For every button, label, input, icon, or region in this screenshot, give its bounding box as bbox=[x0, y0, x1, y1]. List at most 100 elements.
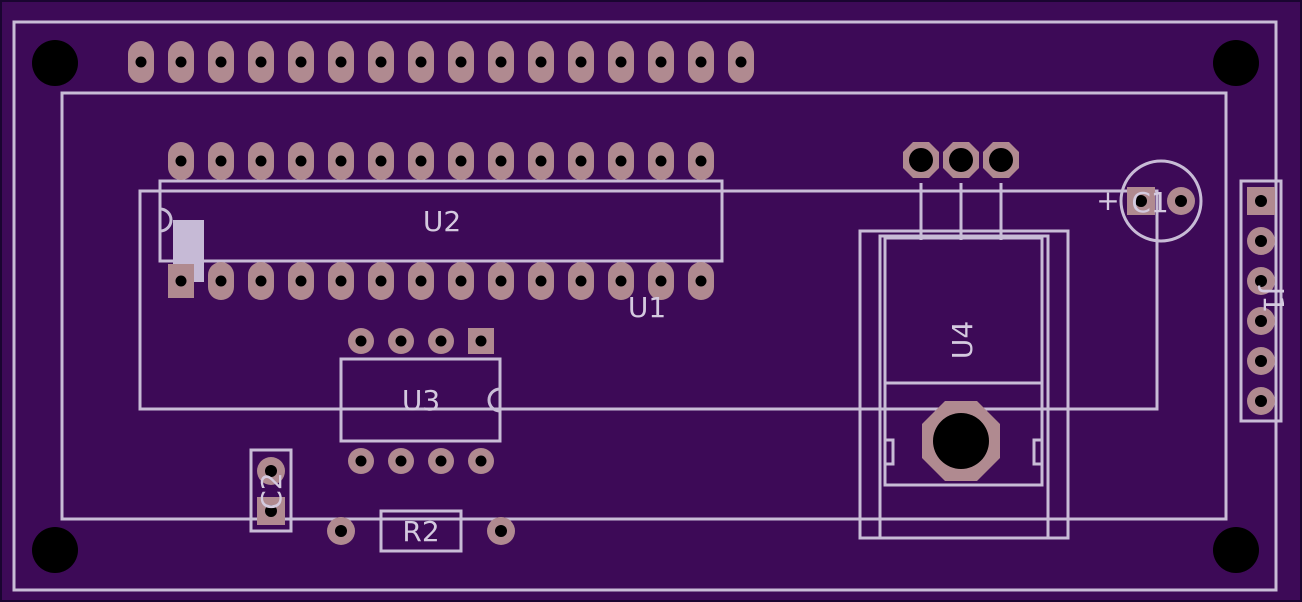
u4-lead-pad-drill bbox=[949, 148, 973, 172]
header-top-pads bbox=[128, 41, 754, 83]
j1-pads bbox=[1247, 187, 1275, 415]
header-pad-drill bbox=[455, 56, 467, 68]
j1-pad-drill bbox=[1255, 395, 1267, 407]
u2-pad-drill bbox=[295, 275, 307, 287]
c2-pad-square-drill bbox=[265, 505, 277, 517]
u3-pad-drill bbox=[355, 455, 367, 467]
u4-mounting-hole bbox=[933, 413, 989, 469]
u4-body bbox=[883, 236, 1044, 487]
u2-pad-drill bbox=[295, 155, 307, 167]
u4-component: U4 bbox=[858, 142, 1070, 540]
u2-pad-drill bbox=[175, 275, 187, 287]
c1-polarity-mark: + bbox=[1096, 184, 1119, 217]
u3-pad-drill bbox=[395, 455, 407, 467]
header-pad-drill bbox=[495, 56, 507, 68]
u3-label: U3 bbox=[402, 384, 440, 417]
u3-component: U3 bbox=[339, 328, 502, 474]
u2-pad-drill bbox=[535, 275, 547, 287]
u2-pads bbox=[168, 142, 714, 300]
header-pad-drill bbox=[655, 56, 667, 68]
u1-outline bbox=[60, 91, 1228, 521]
outer-outline bbox=[12, 20, 1278, 592]
header-pad-drill bbox=[415, 56, 427, 68]
j1-pad-drill bbox=[1255, 355, 1267, 367]
u2-pad-drill bbox=[495, 275, 507, 287]
u2-pad-drill bbox=[695, 155, 707, 167]
u3-pad-drill bbox=[475, 455, 487, 467]
u4-lead-pads bbox=[903, 142, 1019, 178]
j1-pad-drill bbox=[1255, 275, 1267, 287]
mounting-hole-bottom-left bbox=[32, 527, 78, 573]
header-pad-drill bbox=[175, 56, 187, 68]
u2-label: U2 bbox=[423, 205, 461, 238]
c1-outline bbox=[1119, 159, 1203, 243]
j1-pad-drill bbox=[1255, 235, 1267, 247]
r2-label: R2 bbox=[402, 515, 439, 548]
u4-label: U4 bbox=[946, 321, 979, 359]
u2-notch bbox=[159, 207, 173, 233]
u4-left-bracket bbox=[885, 438, 895, 466]
u2-pad-drill bbox=[455, 275, 467, 287]
mounting-hole-top-right bbox=[1213, 40, 1259, 86]
u2-pad-drill bbox=[615, 275, 627, 287]
u2-pad-drill bbox=[255, 275, 267, 287]
u2-pad-drill bbox=[255, 155, 267, 167]
u3-pad-drill bbox=[435, 335, 447, 347]
c2-component: C2 bbox=[249, 448, 293, 533]
header-pad-drill bbox=[615, 56, 627, 68]
u2-pad-drill bbox=[175, 155, 187, 167]
j1-component: J1 bbox=[1239, 179, 1290, 423]
c2-outline bbox=[249, 448, 293, 533]
header-pad-drill bbox=[335, 56, 347, 68]
c2-pad-round-drill bbox=[265, 465, 277, 477]
u2-pad-drill bbox=[695, 275, 707, 287]
c1-pad-square-drill bbox=[1135, 195, 1147, 207]
u4-lead-pad-drill bbox=[989, 148, 1013, 172]
c1-pad-round-drill bbox=[1175, 195, 1187, 207]
u3-outline bbox=[339, 357, 502, 443]
header-pad-drill bbox=[135, 56, 147, 68]
header-pad-drill bbox=[215, 56, 227, 68]
u3-pad-drill bbox=[395, 335, 407, 347]
header-pad-drill bbox=[375, 56, 387, 68]
u4-inner-outline bbox=[878, 234, 1050, 540]
u3-pad-drill bbox=[475, 335, 487, 347]
u2-outline bbox=[158, 179, 724, 263]
header-pad-drill bbox=[295, 56, 307, 68]
u2-pad-drill bbox=[375, 155, 387, 167]
header-pad-drill bbox=[735, 56, 747, 68]
mounting-hole-bottom-right bbox=[1213, 527, 1259, 573]
u2-pad-drill bbox=[495, 155, 507, 167]
u2-pad-drill bbox=[575, 155, 587, 167]
u4-right-bracket bbox=[1032, 438, 1042, 466]
mounting-hole-top-left bbox=[32, 40, 78, 86]
u4-lead-pad-drill bbox=[909, 148, 933, 172]
j1-pad-drill bbox=[1255, 195, 1267, 207]
u2-pad-drill bbox=[655, 155, 667, 167]
u2-pad-drill bbox=[615, 155, 627, 167]
u3-pads bbox=[348, 328, 494, 474]
header-pad-drill bbox=[575, 56, 587, 68]
j1-outline bbox=[1239, 179, 1283, 423]
u1-body-outline bbox=[138, 189, 1159, 411]
r2-pad-left-drill bbox=[335, 525, 347, 537]
u2-pad-drill bbox=[535, 155, 547, 167]
u2-pad-drill bbox=[335, 155, 347, 167]
r2-component: R2 bbox=[327, 509, 515, 553]
u2-pad-drill bbox=[215, 155, 227, 167]
u1-label: U1 bbox=[628, 291, 666, 324]
mounting-holes bbox=[32, 40, 1259, 573]
j1-label: J1 bbox=[1257, 285, 1290, 313]
j1-pad-drill bbox=[1255, 315, 1267, 327]
u3-notch bbox=[487, 387, 501, 413]
u2-pad-drill bbox=[335, 275, 347, 287]
header-pad-drill bbox=[255, 56, 267, 68]
c1-component: + C1 bbox=[1096, 159, 1203, 243]
u3-pad-drill bbox=[355, 335, 367, 347]
u2-pad-drill bbox=[375, 275, 387, 287]
c2-label: C2 bbox=[255, 472, 288, 509]
u2-pad-drill bbox=[415, 155, 427, 167]
